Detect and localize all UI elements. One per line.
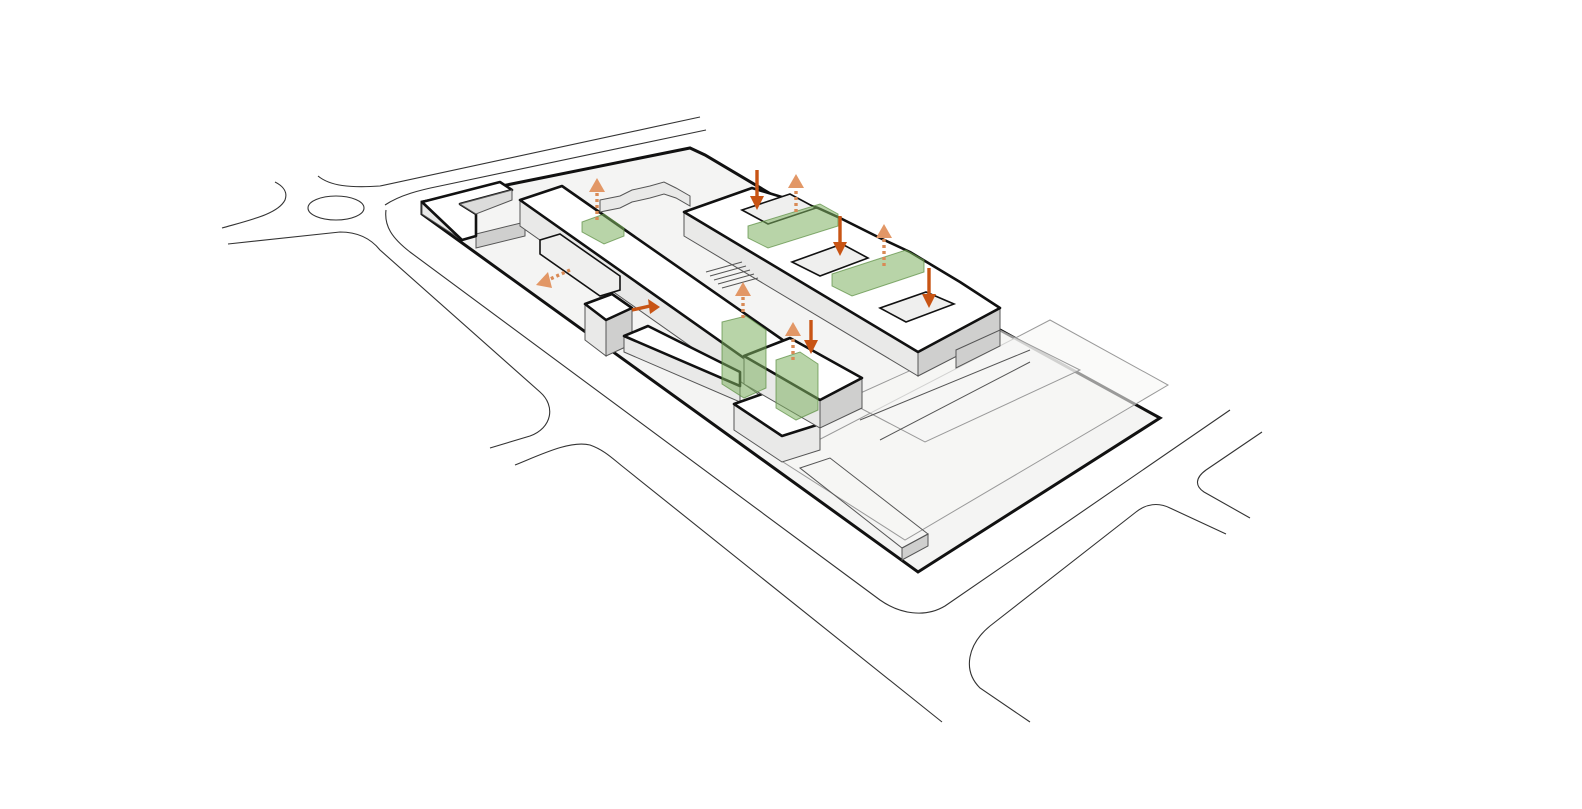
street-edge-west-lower: [227, 231, 551, 449]
street-edge-north-upper: [317, 116, 701, 188]
street-edge-southwest: [514, 443, 943, 723]
central-bar-slot: [539, 233, 621, 297]
dashed-side-arrow: [536, 268, 571, 288]
dashed-up-arrow: [876, 224, 892, 266]
ground-line-east: [859, 349, 1031, 441]
south-stack-green-volume: [775, 351, 819, 421]
street-edge-west-upper: [221, 181, 287, 229]
building-south-pavilion: [798, 457, 929, 561]
street-edge-east-upper: [1196, 431, 1263, 519]
street-edge-site-perimeter: [385, 209, 1231, 614]
solid-down-arrow: [804, 320, 818, 354]
tower-roof: [583, 292, 634, 322]
central-atrium-green-volume: [721, 315, 767, 399]
solid-down-arrow: [833, 216, 847, 256]
arrows: [536, 170, 936, 360]
comb-courtyard-3: [878, 291, 957, 323]
north-atrium-green-volume: [581, 213, 625, 245]
dashed-up-arrow: [788, 174, 804, 212]
comb-courtyard-2: [789, 243, 870, 277]
solid-side-arrow: [631, 299, 660, 314]
solid-down-arrow: [922, 268, 936, 308]
comb-green-bar-1: [747, 203, 839, 249]
building-east-comb: [682, 186, 1002, 377]
solid-down-arrow: [750, 170, 764, 210]
dashed-up-arrow: [735, 282, 751, 318]
stairs: [705, 261, 759, 289]
dashed-up-arrow: [589, 178, 605, 220]
stair-lines: [705, 261, 759, 289]
comb-annex-wall: [955, 329, 1001, 369]
north-green-atrium: [581, 213, 625, 245]
lblock-inner-wall: [458, 189, 513, 215]
roundabout-island: [307, 195, 365, 221]
comb-green-bar-2: [831, 249, 925, 297]
zigzag-wall: [599, 181, 691, 213]
street-edge-east-lower: [968, 503, 1227, 723]
lblock-wall-south: [475, 221, 526, 249]
zigzag-wall-face: [599, 181, 691, 213]
dashed-up-arrow: [785, 322, 801, 360]
street-edge-north-lower: [384, 129, 707, 206]
central-green-atrium: [721, 315, 767, 399]
building-northwest-lblock: [420, 180, 526, 249]
pavilion-outline: [798, 457, 929, 549]
